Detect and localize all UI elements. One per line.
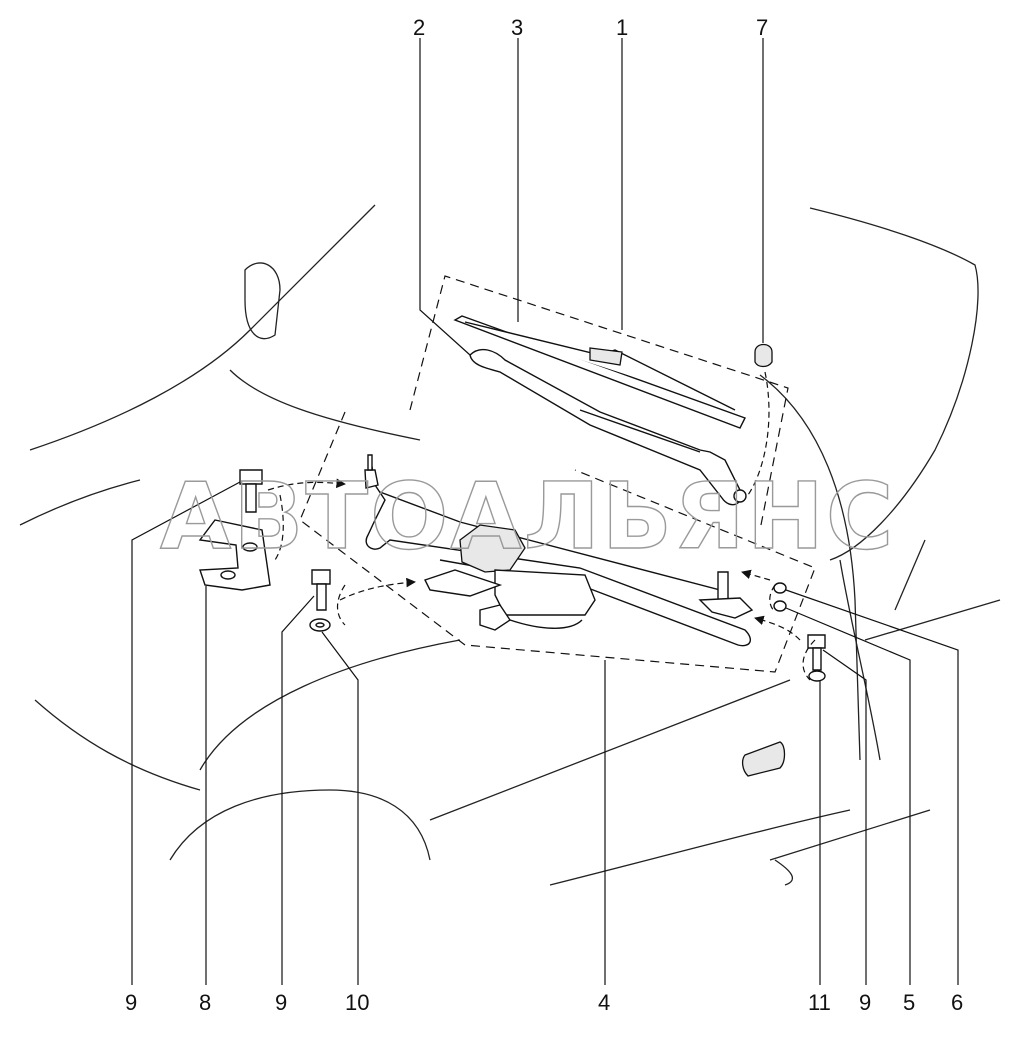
- washer-5: [773, 600, 787, 612]
- callout-4: 4: [598, 990, 610, 1015]
- washer-10: [309, 618, 331, 632]
- assembly-arrows: [267, 371, 816, 681]
- nut-cap: [754, 343, 773, 368]
- wiper-linkage-motor: [364, 454, 754, 647]
- leader-lines: [131, 38, 959, 985]
- callouts-bottom: 9 8 9 10 4 11 9 5 6: [125, 990, 963, 1015]
- callout-11: 11: [808, 990, 831, 1015]
- callouts-top: 2 3 1 7: [413, 15, 768, 40]
- car-body-outline: [19, 204, 1001, 886]
- callout-8: 8: [199, 990, 211, 1015]
- wiper-blade: [453, 315, 746, 429]
- callout-3: 3: [511, 15, 523, 40]
- callout-9-middle: 9: [275, 990, 287, 1015]
- group-box-wiper-arm: [409, 275, 789, 531]
- bolt-left-upper: [239, 469, 263, 513]
- callout-1: 1: [616, 15, 628, 40]
- wiper-arm: [469, 348, 747, 506]
- washer-11: [808, 670, 826, 682]
- callout-9-left: 9: [125, 990, 137, 1015]
- watermark-text: АВТОАЛЬЯНС: [160, 463, 895, 570]
- bolt-left-lower: [311, 569, 331, 611]
- bolt-right: [807, 634, 826, 671]
- callout-2: 2: [413, 15, 425, 40]
- mounting-bracket: [198, 519, 271, 591]
- nut-6: [773, 582, 787, 594]
- callout-9-right: 9: [859, 990, 871, 1015]
- callout-10: 10: [345, 990, 369, 1015]
- callout-6: 6: [951, 990, 963, 1015]
- callout-5: 5: [903, 990, 915, 1015]
- callout-7: 7: [756, 15, 768, 40]
- group-box-linkage: [299, 411, 816, 673]
